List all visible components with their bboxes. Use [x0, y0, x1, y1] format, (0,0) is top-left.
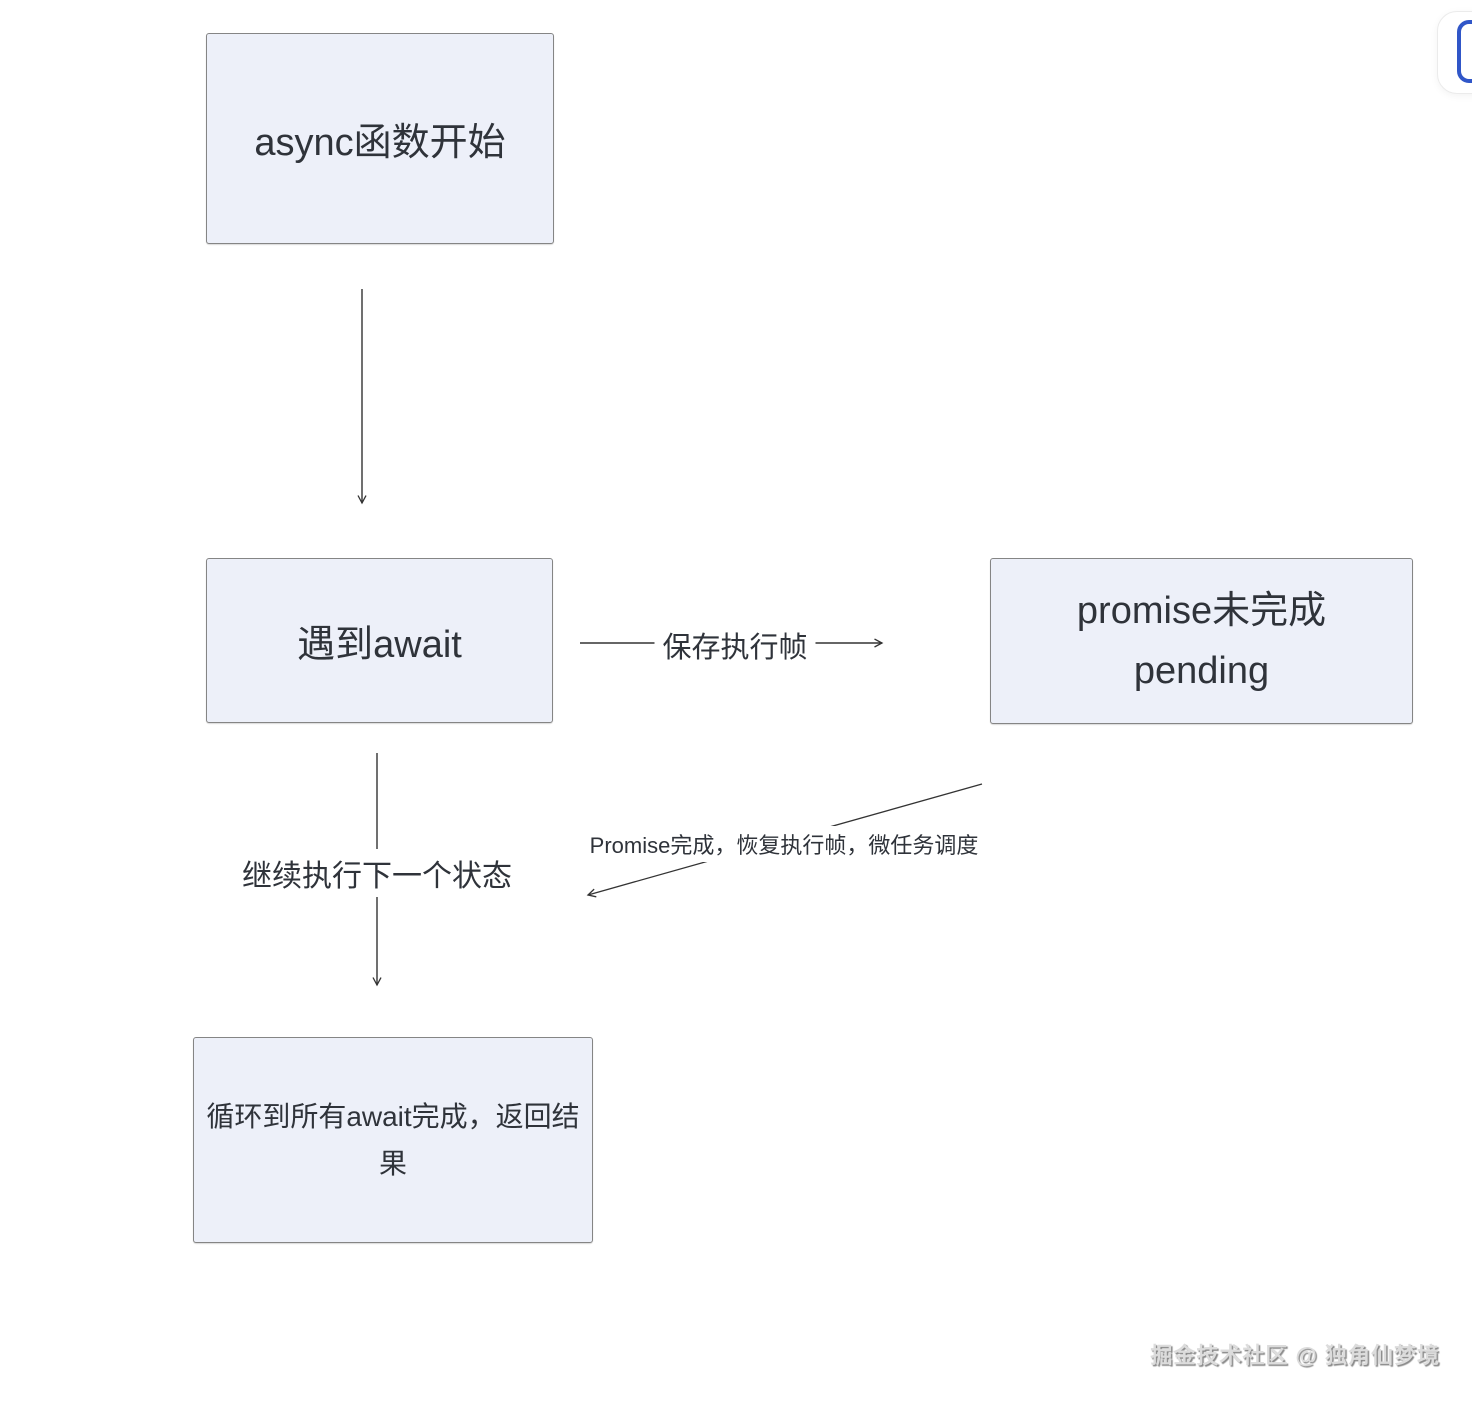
- edge-label-save-frame: 保存执行帧: [654, 622, 816, 668]
- node-loop-until-done: 循环到所有await完成，返回结果: [193, 1037, 593, 1243]
- node-async-start: async函数开始: [206, 33, 554, 244]
- edge-label-promise-resume: Promise完成，恢复执行帧，微任务调度: [581, 826, 987, 862]
- floating-action-button[interactable]: [1437, 11, 1472, 94]
- node-promise-pending: promise未完成 pending: [990, 558, 1413, 724]
- node-encounter-await: 遇到await: [206, 558, 553, 723]
- watermark-juejin-community: 掘金技术社区 @ 独角仙梦境: [1150, 1343, 1440, 1368]
- edge-label-continue-next-state: 继续执行下一个状态: [234, 849, 520, 897]
- rounded-square-icon: [1457, 20, 1472, 83]
